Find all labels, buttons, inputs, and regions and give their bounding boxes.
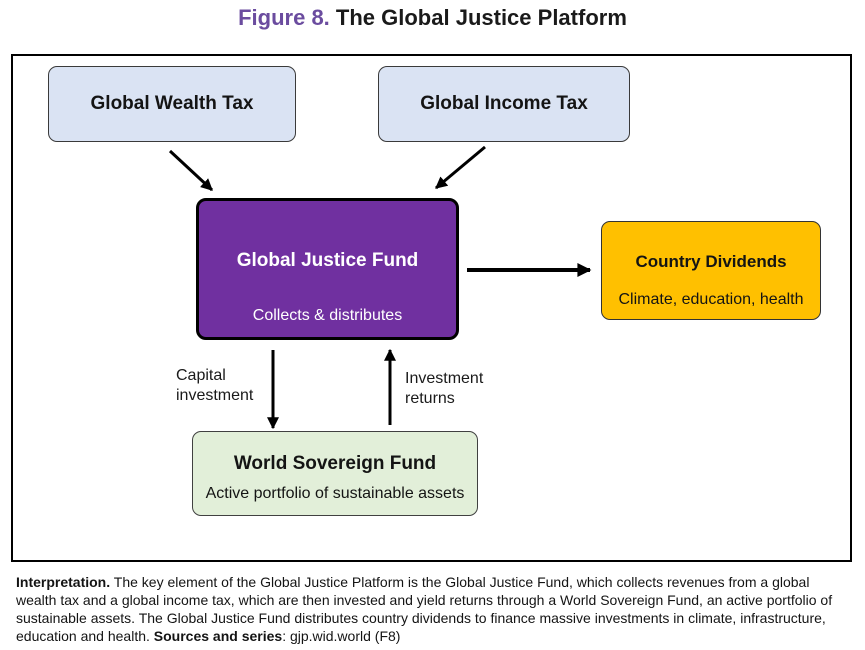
caption-line: sustainable assets. The Global Justice F… [16, 609, 856, 627]
diagram-frame [11, 54, 852, 562]
node-title: Country Dividends [635, 251, 787, 271]
caption-interpretation-label: Interpretation. [16, 574, 111, 590]
caption-line: Interpretation. The key element of the G… [16, 573, 856, 591]
edge-label-investment-returns: Investment returns [405, 370, 484, 407]
node-title: Global Justice Fund [236, 250, 419, 271]
caption-text: The key element of the Global Justice Pl… [113, 574, 810, 590]
figure-label: Figure 8. [238, 5, 330, 30]
node-global-income-tax: Global Income Tax [378, 66, 630, 142]
node-title: Global Income Tax [420, 93, 588, 114]
node-subtitle: Collects & distributes [252, 307, 403, 324]
figure-title: Figure 8. The Global Justice Platform [0, 4, 865, 32]
node-global-justice-fund: Global Justice Fund Collects & distribut… [196, 198, 459, 340]
node-country-dividends: Country Dividends Climate, education, he… [601, 221, 821, 320]
caption-text: education and health. [16, 628, 150, 644]
node-title: World Sovereign Fund [233, 452, 437, 474]
caption-sources-value: : gjp.wid.world (F8) [282, 628, 401, 644]
node-global-wealth-tax: Global Wealth Tax [48, 66, 296, 142]
caption-text: wealth tax and a global income tax, whic… [16, 592, 833, 608]
figure-title-text: The Global Justice Platform [335, 5, 627, 30]
node-subtitle: Active portfolio of sustainable assets [205, 484, 465, 502]
node-subtitle: Climate, education, health [618, 290, 804, 308]
node-title: Global Wealth Tax [90, 93, 254, 114]
figure-caption: Interpretation. The key element of the G… [16, 573, 856, 645]
caption-line: education and health. Sources and series… [16, 627, 856, 645]
caption-line: wealth tax and a global income tax, whic… [16, 591, 856, 609]
edge-label-capital-investment: Capital investment [176, 367, 254, 404]
node-world-sovereign-fund: World Sovereign Fund Active portfolio of… [192, 431, 478, 516]
caption-text: sustainable assets. The Global Justice F… [16, 610, 826, 626]
caption-sources-label: Sources and series [153, 628, 283, 644]
